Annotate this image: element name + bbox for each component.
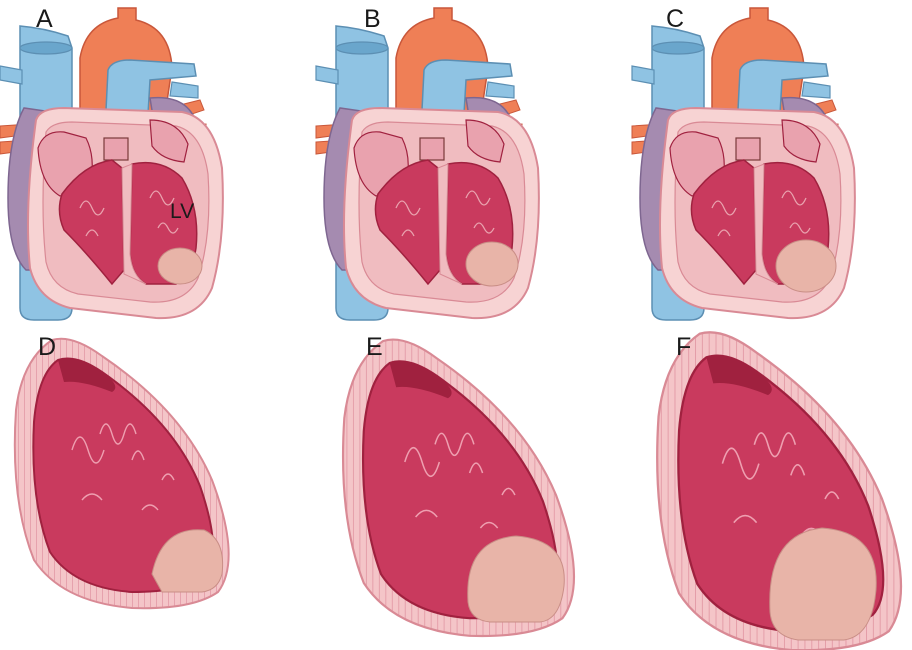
panel-f <box>657 332 901 650</box>
infarct-scar <box>776 240 836 292</box>
panel-label-a: A <box>36 5 53 33</box>
infarct-scar <box>468 536 565 622</box>
lv-annotation: LV <box>170 200 194 223</box>
panel-b <box>316 8 539 320</box>
infarct-scar <box>466 242 518 286</box>
panel-c <box>632 8 855 320</box>
panel-a <box>0 8 223 320</box>
infarct-scar <box>158 248 202 284</box>
panel-label-b: B <box>364 5 381 33</box>
panel-d <box>15 339 229 608</box>
infarct-scar <box>770 528 877 640</box>
panel-label-f: F <box>676 333 691 361</box>
panel-label-c: C <box>666 5 684 33</box>
panel-label-e: E <box>366 333 383 361</box>
panel-e <box>343 340 574 636</box>
panel-label-d: D <box>38 333 56 361</box>
